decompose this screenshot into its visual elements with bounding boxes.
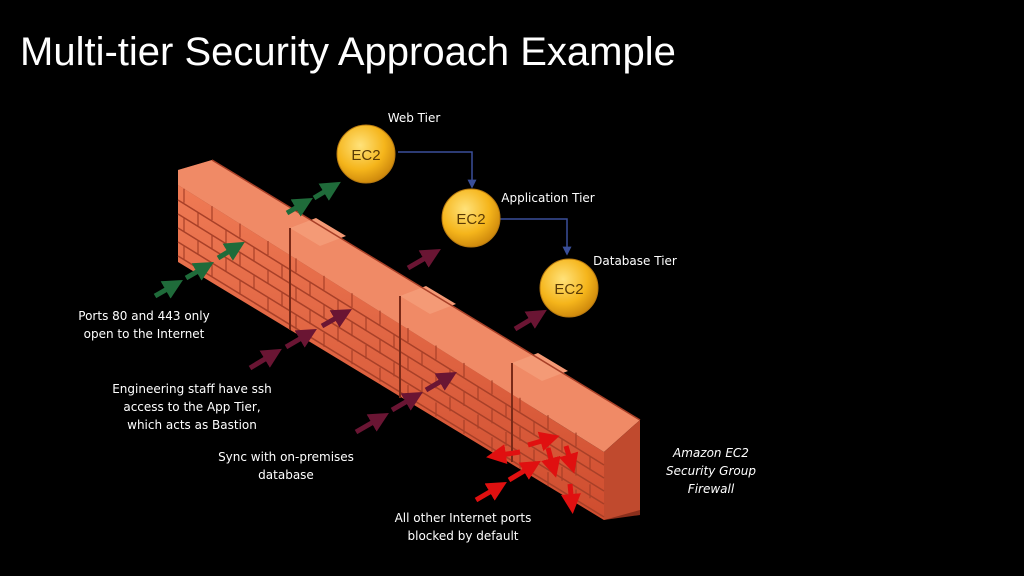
brick-firewall: [177, 159, 641, 520]
blocked-annotation: All other Internet ports blocked by defa…: [380, 509, 546, 545]
ssh-line-2: access to the App Tier,: [123, 400, 261, 414]
sync-line-2: database: [258, 468, 314, 482]
app-tier-label: Application Tier: [501, 191, 595, 205]
firewall-end-face: [604, 420, 640, 520]
db-tier-label: Database Tier: [593, 254, 677, 268]
blocked-line-1: All other Internet ports: [394, 511, 532, 525]
tier-connectors: [398, 151, 572, 256]
firewall-line-1: Amazon EC2: [673, 446, 749, 460]
firewall-line-2: Security Group: [666, 464, 756, 478]
db-tier-node: EC2: [539, 258, 599, 318]
firewall-top-face: [178, 160, 640, 452]
web-tier-node: EC2: [336, 124, 396, 184]
slide-title: Multi-tier Security Approach Example: [20, 30, 676, 74]
app-tier-badge: EC2: [456, 211, 485, 228]
firewall-front-face: [178, 185, 604, 520]
allowed-traffic-arrows: [153, 181, 341, 299]
db-tier-badge: EC2: [554, 281, 583, 298]
sync-annotation: Sync with on-premises database: [206, 448, 366, 484]
ports-open-annotation: Ports 80 and 443 only open to the Intern…: [66, 307, 222, 343]
sync-line-1: Sync with on-premises: [218, 450, 354, 464]
app-tier-node: EC2: [441, 188, 501, 248]
ssh-line-1: Engineering staff have ssh: [112, 382, 272, 396]
ssh-access-annotation: Engineering staff have ssh access to the…: [100, 380, 284, 434]
ports-open-line-2: open to the Internet: [83, 327, 205, 341]
web-tier-badge: EC2: [351, 147, 380, 164]
ssh-sync-arrows: [248, 249, 547, 435]
blocked-traffic-arrows: [474, 431, 581, 514]
firewall-line-3: Firewall: [687, 482, 735, 496]
web-tier-label: Web Tier: [387, 111, 441, 125]
firewall-annotation: Amazon EC2 Security Group Firewall: [652, 444, 770, 498]
ssh-line-3: which acts as Bastion: [127, 418, 257, 432]
blocked-line-2: blocked by default: [407, 529, 519, 543]
mortar-lines: [177, 159, 641, 518]
ports-open-line-1: Ports 80 and 443 only: [78, 309, 210, 323]
